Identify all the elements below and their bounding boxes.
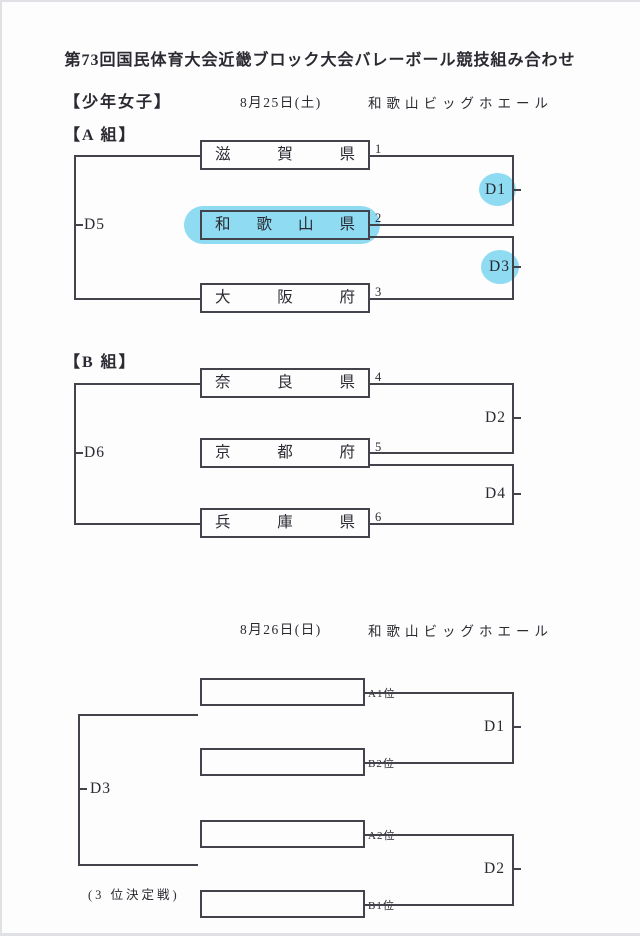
seed-2: 2: [375, 211, 382, 225]
final-slot-box-a2: [200, 820, 365, 848]
scan-edge-top: [0, 0, 640, 2]
bracket-line: [370, 383, 512, 385]
final-slot-box-b1: [200, 890, 365, 918]
bracket-line: [78, 714, 198, 716]
match-label-d3: D3: [489, 258, 510, 275]
slot-label-b2: B2位: [368, 758, 395, 770]
bracket-line: [512, 493, 521, 495]
seed-1: 1: [375, 142, 382, 156]
bracket-line: [74, 224, 83, 226]
bracket-line: [74, 452, 83, 454]
day2-venue: 和歌山ビッグホエール: [368, 624, 553, 639]
bracket-line: [78, 788, 87, 790]
scan-edge-bottom: [0, 933, 640, 936]
group-a-heading: 【A 組】: [64, 127, 137, 144]
bracket-line: [512, 189, 521, 191]
bracket-line: [74, 155, 76, 300]
final-slot-box-a1: [200, 678, 365, 706]
team-box-nara: 奈 良 県: [200, 368, 370, 398]
seed-5: 5: [375, 440, 382, 454]
bracket-line: [370, 155, 512, 157]
team-box-hyogo: 兵 庫 県: [200, 508, 370, 538]
seed-6: 6: [375, 510, 382, 524]
bracket-line: [512, 868, 521, 870]
seed-3: 3: [375, 285, 382, 299]
match-label-d2: D2: [485, 409, 506, 426]
category-label: 【少年女子】: [64, 94, 173, 111]
match-label-d5: D5: [84, 216, 105, 233]
bracket-line: [74, 155, 200, 157]
bracket-line: [512, 236, 514, 300]
bracket-line: [512, 417, 521, 419]
bracket-line: [74, 383, 200, 385]
bracket-line: [370, 236, 512, 238]
day2-date: 8月26日(日): [240, 622, 322, 637]
bracket-line: [365, 904, 512, 906]
bracket-line: [370, 464, 512, 466]
bracket-line: [74, 383, 76, 525]
final-match-label-d2: D2: [484, 860, 505, 877]
scan-edge-left: [0, 0, 2, 936]
team-box-kyoto: 京 都 府: [200, 438, 370, 468]
team-box-wakayama: 和 歌 山 県: [200, 210, 370, 240]
seed-4: 4: [375, 370, 382, 384]
slot-label-a2: A2位: [368, 830, 396, 842]
match-label-d1: D1: [485, 181, 506, 198]
slot-label-a1: A1位: [368, 688, 396, 700]
wakayama-highlight: [184, 206, 380, 244]
bracket-line: [370, 298, 512, 300]
third-place-note: (3 位決定戦): [88, 888, 180, 902]
match-label-d4: D4: [485, 485, 506, 502]
bracket-line: [512, 692, 514, 764]
group-b-heading: 【B 組】: [64, 354, 137, 371]
bracket-line: [74, 298, 200, 300]
bracket-line: [370, 224, 512, 226]
page-title: 第73回国民体育大会近畿ブロック大会バレーボール競技組み合わせ: [64, 52, 576, 69]
match-label-d6: D6: [84, 444, 105, 461]
bracket-line: [78, 864, 198, 866]
bracket-line: [512, 726, 521, 728]
slot-label-b1: B1位: [368, 900, 395, 912]
final-slot-box-b2: [200, 748, 365, 776]
bracket-line: [365, 834, 512, 836]
day1-venue: 和歌山ビッグホエール: [368, 96, 553, 111]
bracket-line: [365, 692, 512, 694]
bracket-line: [512, 266, 521, 268]
bracket-line: [74, 523, 200, 525]
bracket-line: [370, 523, 512, 525]
team-box-osaka: 大 阪 府: [200, 283, 370, 313]
d1-highlight: [479, 173, 516, 206]
team-box-shiga: 滋 賀 県: [200, 140, 370, 170]
final-match-label-d1: D1: [484, 718, 505, 735]
bracket-line: [365, 762, 512, 764]
bracket-line: [370, 452, 512, 454]
bracket-line: [512, 834, 514, 906]
final-match-label-d3: D3: [90, 780, 111, 797]
bracket-line: [78, 714, 80, 866]
day1-date: 8月25日(土): [240, 95, 322, 110]
